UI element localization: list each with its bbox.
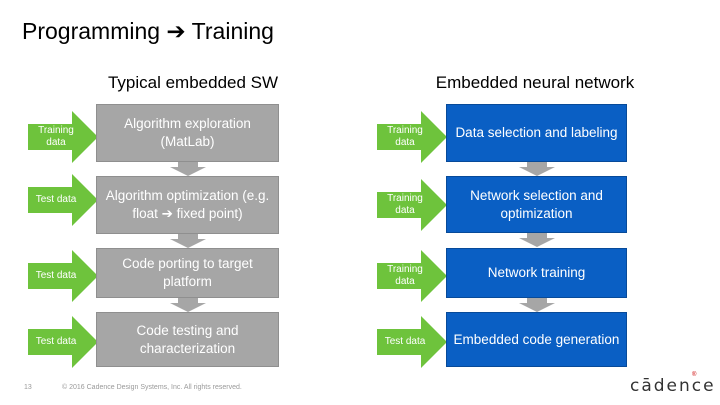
page-number: 13 bbox=[24, 384, 32, 391]
input-arrow: Test data bbox=[377, 316, 447, 368]
left-column-heading: Typical embedded SW bbox=[107, 73, 279, 92]
input-arrow: Test data bbox=[28, 250, 98, 302]
process-step-box: Algorithm optimization (e.g. float ➔ fix… bbox=[96, 176, 279, 234]
process-step-box: Code testing and characterization bbox=[96, 312, 279, 367]
input-label: Test data bbox=[35, 270, 77, 281]
down-arrow bbox=[170, 298, 206, 312]
process-step-box: Network selection and optimization bbox=[446, 176, 627, 233]
copyright-notice: © 2016 Cadence Design Systems, Inc. All … bbox=[62, 384, 242, 391]
process-step-box: Data selection and labeling bbox=[446, 104, 627, 162]
process-step-box: Network training bbox=[446, 248, 627, 298]
input-arrow: Training data bbox=[377, 179, 447, 231]
input-label: Test data bbox=[35, 336, 77, 347]
down-arrow bbox=[170, 234, 206, 248]
process-step-box: Embedded code generation bbox=[446, 312, 627, 367]
input-arrow: Test data bbox=[28, 316, 98, 368]
down-arrow bbox=[519, 162, 555, 176]
input-label: Training data bbox=[38, 125, 74, 148]
logo-registered-mark: ® bbox=[692, 372, 697, 378]
slide-title: Programming ➔ Training bbox=[22, 18, 274, 44]
input-label: Training data bbox=[387, 193, 423, 216]
input-label: Test data bbox=[384, 336, 426, 347]
process-step-box: Algorithm exploration (MatLab) bbox=[96, 104, 279, 162]
right-column-heading: Embedded neural network bbox=[435, 73, 635, 92]
input-arrow: Training data bbox=[377, 250, 447, 302]
input-label: Training data bbox=[387, 264, 423, 287]
input-arrow: Training data bbox=[28, 111, 98, 163]
down-arrow bbox=[519, 233, 555, 247]
cadence-logo: cādence bbox=[630, 376, 716, 396]
input-arrow: Test data bbox=[28, 174, 98, 226]
process-step-box: Code porting to target platform bbox=[96, 248, 279, 298]
input-label: Test data bbox=[35, 194, 77, 205]
down-arrow bbox=[170, 162, 206, 176]
input-label: Training data bbox=[387, 125, 423, 148]
down-arrow bbox=[519, 298, 555, 312]
input-arrow: Training data bbox=[377, 111, 447, 163]
